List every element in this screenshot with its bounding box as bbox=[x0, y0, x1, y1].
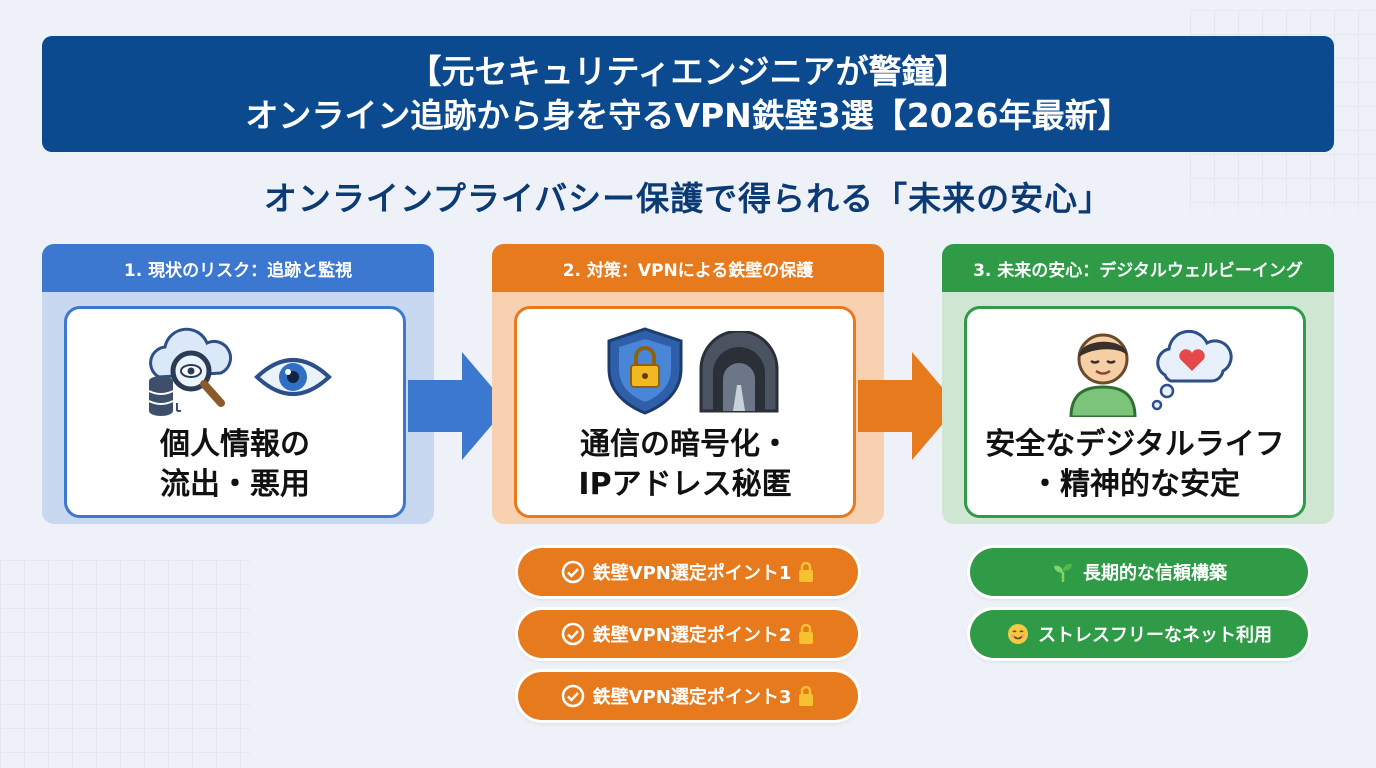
card-text-line: 安全なデジタルライフ bbox=[985, 427, 1285, 462]
panel-future-peace: 3. 未来の安心：デジタルウェルビーイング 安全なデジタルライフ ・精神的な安定 bbox=[942, 244, 1334, 524]
vpn-point-label: 鉄壁VPN選定ポイント2 bbox=[592, 625, 792, 646]
sprout-icon bbox=[1051, 560, 1075, 584]
panel-heading: 3. 未来の安心：デジタルウェルビーイング bbox=[942, 244, 1334, 292]
countermeasure-card-text: 通信の暗号化・ IPアドレス秘匿 bbox=[517, 425, 853, 505]
risk-icons bbox=[67, 323, 403, 419]
benefit-pill-stressfree: ストレスフリーなネット利用 bbox=[970, 610, 1308, 658]
tunnel-icon bbox=[699, 331, 779, 413]
vpn-point-pill-2: 鉄壁VPN選定ポイント2 bbox=[518, 610, 858, 658]
lock-icon bbox=[797, 561, 815, 583]
vpn-point-pill-3: 鉄壁VPN選定ポイント3 bbox=[518, 672, 858, 720]
benefit-label: 長期的な信頼構築 bbox=[1083, 563, 1227, 584]
check-circle-icon bbox=[561, 684, 585, 708]
vpn-point-label: 鉄壁VPN選定ポイント1 bbox=[592, 563, 792, 584]
calm-person-icon bbox=[1069, 333, 1137, 417]
panel-heading: 2. 対策：VPNによる鉄壁の保護 bbox=[492, 244, 884, 292]
vpn-point-pill-1: 鉄壁VPN選定ポイント1 bbox=[518, 548, 858, 596]
card-text-line: 個人情報の bbox=[160, 427, 310, 462]
lock-icon bbox=[797, 685, 815, 707]
future-icons bbox=[967, 323, 1303, 419]
grid-decoration bbox=[0, 560, 250, 768]
shield-lock-icon bbox=[607, 327, 683, 415]
banner-title-line1: 【元セキュリティエンジニアが警鐘】 bbox=[408, 52, 968, 91]
card-text-line: 通信の暗号化・ bbox=[580, 427, 790, 462]
risk-card-text: 個人情報の 流出・悪用 bbox=[67, 425, 403, 505]
countermeasure-card: 通信の暗号化・ IPアドレス秘匿 bbox=[514, 306, 856, 518]
benefit-label: ストレスフリーなネット利用 bbox=[1038, 625, 1272, 646]
panel-heading: 1. 現状のリスク：追跡と監視 bbox=[42, 244, 434, 292]
panel-countermeasure: 2. 対策：VPNによる鉄壁の保護 通信の暗号化・ IPアドレス秘匿 bbox=[492, 244, 884, 524]
vpn-point-label: 鉄壁VPN選定ポイント3 bbox=[592, 687, 792, 708]
database-icon bbox=[148, 376, 181, 416]
countermeasure-icons bbox=[517, 323, 853, 419]
eye-icon bbox=[254, 358, 332, 396]
risk-card: 個人情報の 流出・悪用 bbox=[64, 306, 406, 518]
card-text-line: 流出・悪用 bbox=[160, 467, 310, 502]
panel-current-risk: 1. 現状のリスク：追跡と監視 bbox=[42, 244, 434, 524]
arrow-right-icon bbox=[408, 352, 508, 460]
card-text-line: ・精神的な安定 bbox=[1030, 467, 1240, 502]
page-subtitle: オンラインプライバシー保護で得られる「未来の安心」 bbox=[263, 179, 1113, 218]
benefit-pill-trust: 長期的な信頼構築 bbox=[970, 548, 1308, 596]
future-card-text: 安全なデジタルライフ ・精神的な安定 bbox=[967, 425, 1303, 505]
title-banner: 【元セキュリティエンジニアが警鐘】 オンライン追跡から身を守るVPN鉄壁3選【2… bbox=[42, 36, 1334, 152]
future-card: 安全なデジタルライフ ・精神的な安定 bbox=[964, 306, 1306, 518]
banner-title-line2: オンライン追跡から身を守るVPN鉄壁3選【2026年最新】 bbox=[245, 96, 1131, 135]
lock-icon bbox=[797, 623, 815, 645]
arrow-right-icon bbox=[858, 352, 958, 460]
cloud-magnifier-icon bbox=[149, 327, 233, 407]
heart-thought-bubble-icon bbox=[1151, 329, 1233, 411]
check-circle-icon bbox=[561, 560, 585, 584]
card-text-line: IPアドレス秘匿 bbox=[578, 467, 792, 502]
smiley-icon bbox=[1006, 622, 1030, 646]
check-circle-icon bbox=[561, 622, 585, 646]
